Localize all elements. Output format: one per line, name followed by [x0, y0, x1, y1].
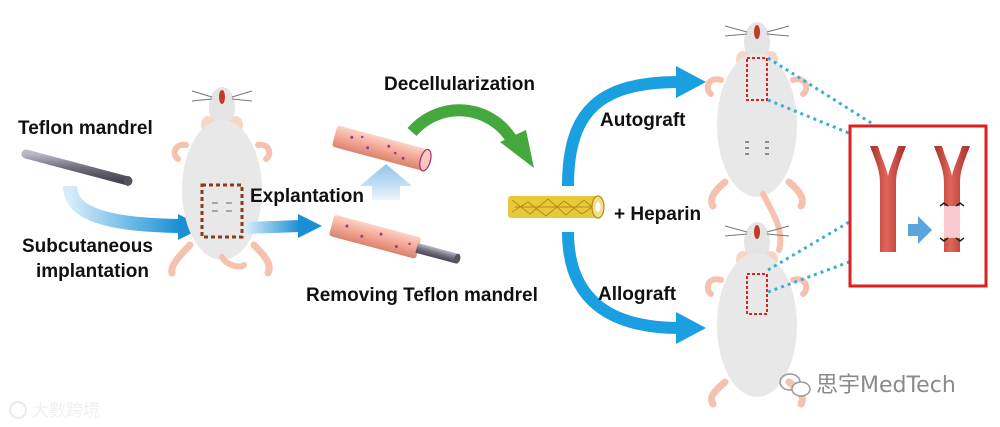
- artery-icon: [870, 146, 906, 252]
- heparin-label: + Heparin: [614, 204, 701, 225]
- autograft-label: Autograft: [600, 110, 686, 131]
- rat-icon: [704, 222, 810, 408]
- tissue-tube-icon: [332, 125, 432, 172]
- subcutaneous-label: Subcutaneous: [22, 236, 153, 257]
- allograft-arrowhead: [676, 312, 706, 344]
- decell-arrowhead: [500, 130, 534, 168]
- compare-arrow: [908, 216, 932, 244]
- watermark-right-text: 思宇MedTech: [816, 373, 956, 398]
- decellularization-label: Decellularization: [384, 74, 535, 95]
- zoom-connectors: [767, 56, 877, 294]
- up-arrow: [360, 164, 412, 200]
- autograft-arrowhead: [676, 66, 706, 98]
- removing-label: Removing Teflon mandrel: [306, 285, 538, 306]
- sutured-artery-icon: [934, 146, 970, 252]
- implantation-label: implantation: [36, 261, 149, 282]
- scaffold-icon: [508, 195, 605, 219]
- tissue-with-mandrel-icon: [329, 215, 461, 264]
- implantation-arrow: [63, 185, 181, 233]
- explantation-label: Explantation: [250, 186, 364, 207]
- wechat-logo-icon: [779, 373, 811, 397]
- allograft-label: Allograft: [598, 284, 677, 305]
- watermark-left-text: 大數跨境: [32, 401, 100, 421]
- teflon-rod-icon: [21, 149, 133, 186]
- explant-arrowhead: [298, 214, 322, 238]
- explant-arrow: [245, 220, 301, 234]
- autograft-arrow: [562, 76, 681, 187]
- watermark-left: 大數跨境: [9, 401, 100, 421]
- rat-icon: [704, 22, 810, 253]
- decell-arrow: [407, 104, 518, 144]
- rat-icon: [168, 87, 273, 277]
- allograft-arrow: [562, 231, 681, 334]
- teflon-mandrel-label: Teflon mandrel: [18, 118, 153, 139]
